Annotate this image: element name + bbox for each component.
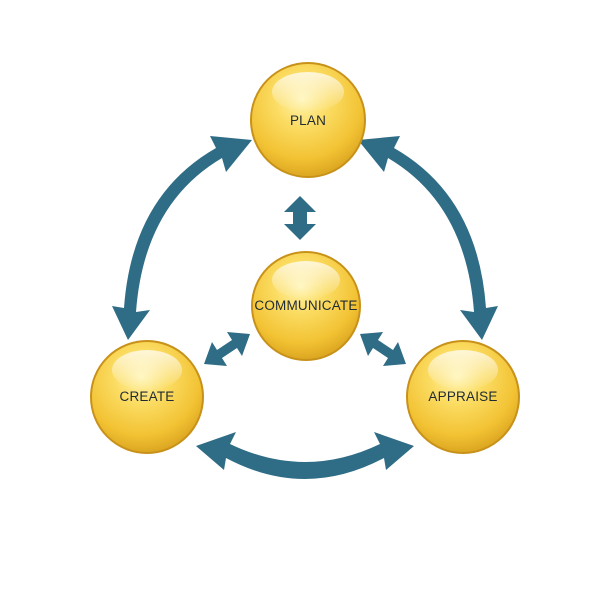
inner-arrows bbox=[204, 196, 406, 366]
arrow-plan-communicate bbox=[284, 196, 316, 240]
node-create: CREATE bbox=[90, 340, 204, 454]
outer-arrows bbox=[112, 136, 498, 479]
node-appraise-label: APPRAISE bbox=[428, 389, 497, 404]
arrow-plan-create bbox=[112, 136, 252, 340]
node-communicate: COMMUNICATE bbox=[251, 251, 361, 361]
arrow-communicate-create bbox=[204, 332, 250, 366]
node-communicate-label: COMMUNICATE bbox=[254, 298, 357, 313]
node-create-label: CREATE bbox=[120, 389, 175, 404]
arrow-plan-appraise bbox=[358, 136, 498, 340]
node-plan: PLAN bbox=[250, 62, 366, 178]
arrow-communicate-appraise bbox=[360, 332, 406, 366]
arrow-create-appraise bbox=[196, 432, 414, 479]
node-appraise: APPRAISE bbox=[406, 340, 520, 454]
node-plan-label: PLAN bbox=[290, 113, 326, 128]
